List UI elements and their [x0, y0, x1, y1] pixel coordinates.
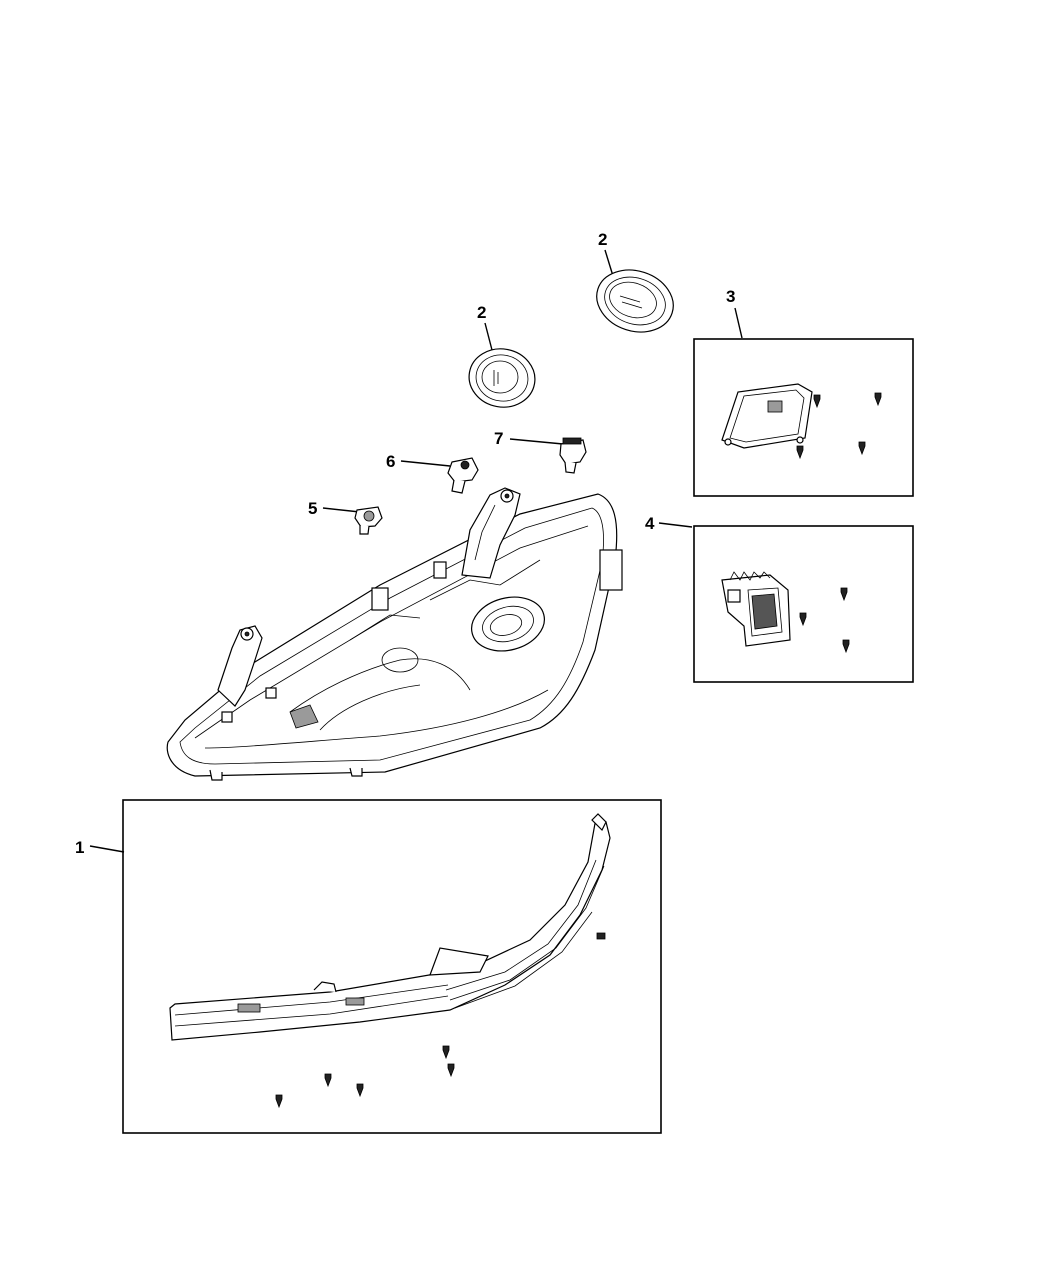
bulb-7: [559, 437, 587, 474]
callout-label: 1: [75, 838, 84, 857]
callout-3: 3: [726, 287, 743, 339]
callout-7: 7: [494, 429, 564, 448]
callout-2-upper: 2: [598, 230, 614, 277]
ballast-screws: [796, 392, 882, 460]
led-module-screws: [799, 587, 850, 654]
callout-6: 6: [386, 452, 451, 471]
led-driver-module: [721, 571, 791, 647]
headlamp-assembly: [166, 487, 623, 781]
bulb-5: [354, 506, 383, 535]
callout-4: 4: [645, 514, 693, 533]
trim-kit-screws: [275, 932, 606, 1109]
led-module-box: [693, 525, 914, 683]
callout-2-lower: 2: [477, 303, 493, 351]
callout-label: 5: [308, 499, 317, 518]
callout-label: 3: [726, 287, 735, 306]
callout-label: 7: [494, 429, 503, 448]
callout-5: 5: [308, 499, 361, 518]
lamp-trim-bracket: [169, 813, 611, 1041]
callout-label: 2: [477, 303, 486, 322]
callout-label: 4: [645, 514, 655, 533]
callout-label: 6: [386, 452, 395, 471]
ballast-module: [721, 383, 813, 449]
bulb-6: [447, 457, 479, 494]
callout-1: 1: [75, 838, 125, 857]
ballast-kit-box: [693, 338, 914, 497]
callout-label: 2: [598, 230, 607, 249]
trim-kit-box: [122, 799, 662, 1134]
dust-cap-lower: [468, 348, 536, 408]
dust-cap-upper: [596, 269, 674, 333]
